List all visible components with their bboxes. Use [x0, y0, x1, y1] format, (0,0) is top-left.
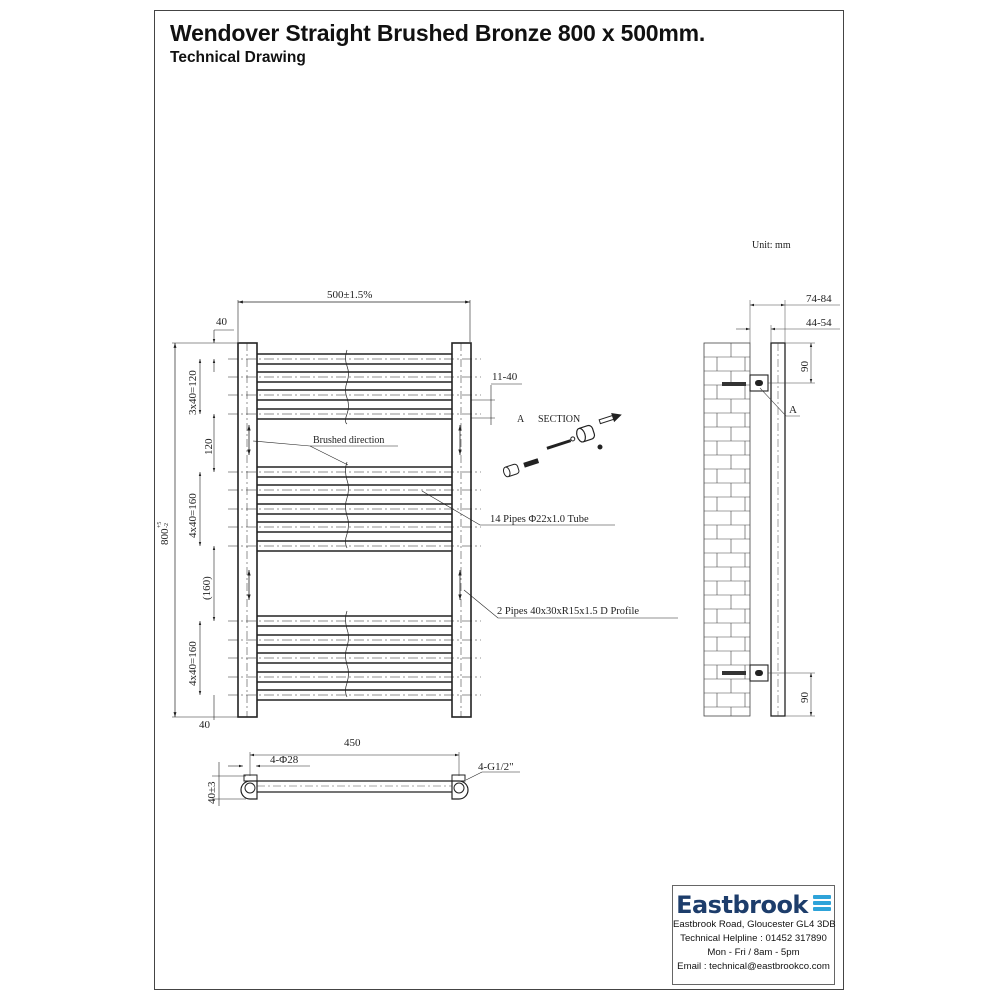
unit-note: Unit: mm [752, 240, 791, 251]
drawing-sheet-border [154, 10, 844, 990]
side-bottom-bracket-dimension: 90 [799, 692, 811, 704]
brand-name: Eastbrook [676, 891, 808, 919]
side-top-bracket-dimension: 90 [799, 361, 811, 373]
page-subtitle: Technical Drawing [170, 49, 306, 66]
brand-address: Eastbrook Road, Gloucester GL4 3DB [673, 919, 836, 930]
group2-spacing-dimension: 4x40=160 [187, 493, 199, 538]
page-title: Wendover Straight Brushed Bronze 800 x 5… [170, 20, 706, 46]
pipes-label: 14 Pipes Φ22x1.0 Tube [490, 514, 589, 525]
eastbrook-waves-logo-icon [812, 895, 831, 915]
profile-label: 2 Pipes 40x30xR15x1.5 D Profile [497, 606, 639, 617]
side-depth-outer-dimension: 74-84 [806, 293, 832, 305]
brushed-direction-label: Brushed direction [313, 435, 384, 446]
bottom-offset-dimension: 40 [199, 719, 211, 731]
height-tolerance-upper: +5 [157, 522, 163, 528]
bracket-callout-letter: A [789, 404, 797, 416]
brand-helpline: Technical Helpline : 01452 317890 [680, 933, 827, 944]
bottom-centers-dimension: 450 [344, 737, 361, 749]
top-offset-dimension: 40 [216, 316, 228, 328]
width-dimension: 500±1.5% [327, 289, 372, 301]
section-letter: A [517, 414, 525, 425]
brand-hours: Mon - Fri / 8am - 5pm [707, 947, 800, 958]
section-a-exploded-fixing [503, 412, 622, 478]
bottom-thread-spec: 4-G1/2" [478, 761, 514, 773]
side-view [703, 300, 840, 717]
brand-email: Email : technical@eastbrookco.com [677, 961, 830, 972]
brand-info-box: Eastbrook Eastbrook Road, Gloucester GL4… [672, 885, 836, 985]
front-view [172, 300, 678, 720]
section-label: SECTION [538, 414, 580, 425]
group1-spacing-dimension: 3x40=120 [187, 370, 199, 415]
gap1-dimension: 120 [203, 438, 215, 455]
height-tolerance-lower: -2 [164, 523, 170, 528]
bottom-view [212, 752, 520, 806]
bracket-range-dimension: 11-40 [492, 371, 518, 383]
height-dimension: 800 [159, 528, 171, 545]
bottom-depth-dimension: 40±3 [206, 781, 218, 804]
side-depth-inner-dimension: 44-54 [806, 317, 832, 329]
gap2-dimension: (160) [201, 576, 213, 600]
group3-spacing-dimension: 4x40=160 [187, 641, 199, 686]
bottom-pipe-diameter: 4-Φ28 [270, 754, 299, 766]
